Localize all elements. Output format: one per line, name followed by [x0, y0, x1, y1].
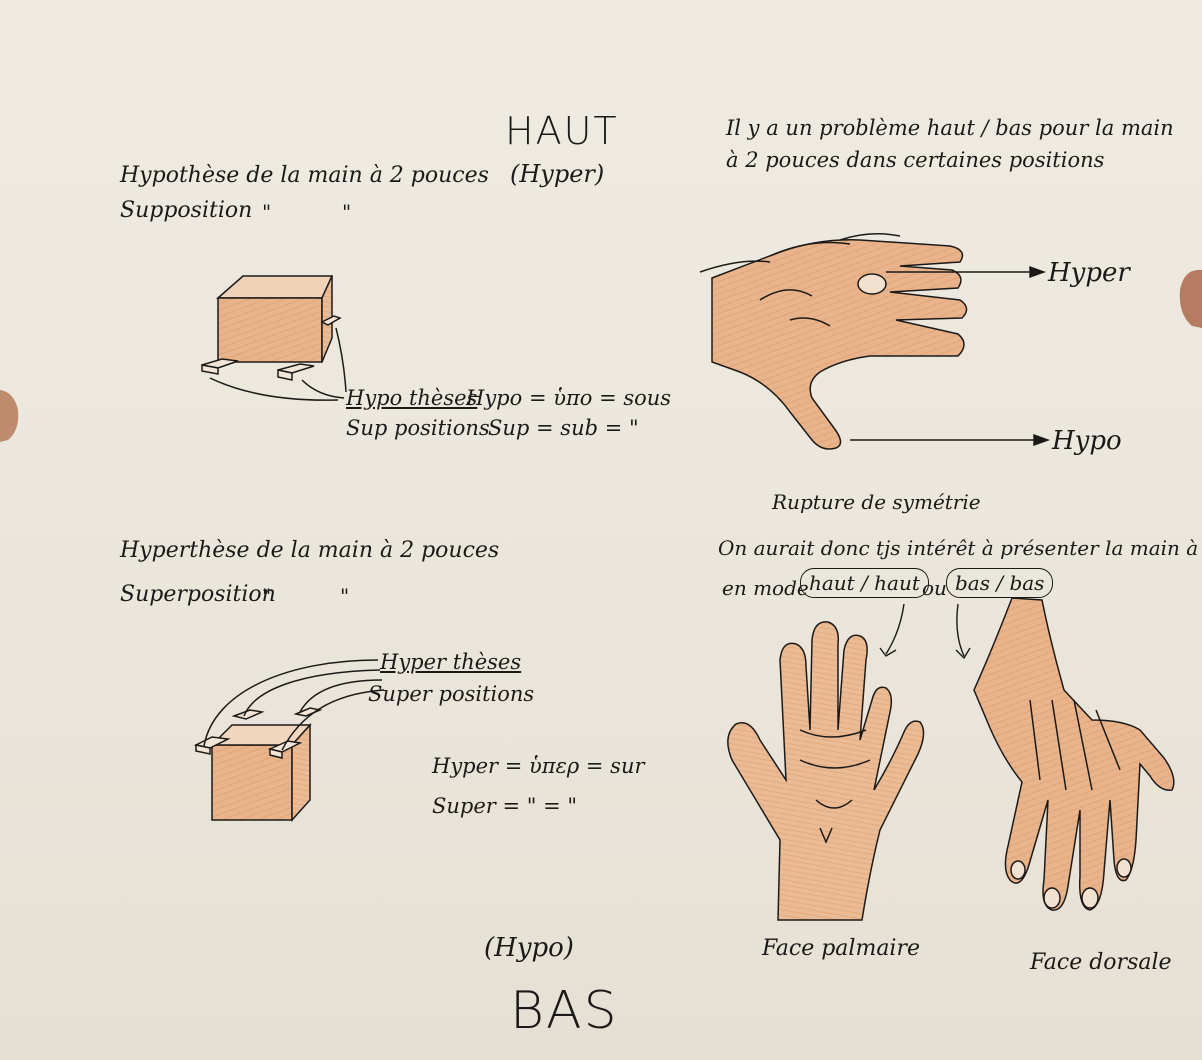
label-hyper: Hyper: [1048, 260, 1130, 286]
section2-ditto1: ": [262, 586, 271, 606]
suggest-line1: On aurait donc tjs intérêt à présenter l…: [718, 538, 1202, 558]
box-with-top-supports-illustration: [196, 660, 384, 820]
hand-profile-illustration: [700, 234, 967, 449]
rupture-text: Rupture de symétrie: [772, 492, 981, 512]
section2-annot1: Hyper thèses: [380, 652, 521, 673]
label-hypo: Hypo: [1052, 428, 1122, 454]
intro-line2: à 2 pouces dans certaines positions: [726, 150, 1104, 171]
section2-def1: Hyper = ὑπερ = sur: [432, 756, 645, 777]
holding-finger-left: [0, 390, 18, 442]
suggest-or: ou: [922, 578, 947, 598]
bottom-sublabel: (Hypo): [484, 935, 574, 961]
box-on-supports-illustration: [202, 276, 346, 400]
top-sublabel: (Hyper): [510, 162, 604, 186]
top-label: HAUT: [505, 112, 619, 150]
section1-def2: Sup = sub = ": [488, 418, 639, 439]
section1-annot1: Hypo thèses: [346, 388, 477, 409]
section1-annot2: Sup positions: [346, 418, 490, 439]
section2-title: Hyperthèse de la main à 2 pouces: [120, 540, 499, 562]
section1-ditto1: ": [262, 202, 271, 222]
mode-arrows: [880, 604, 970, 658]
caption-palm: Face palmaire: [762, 938, 920, 960]
bottom-label: BAS: [510, 985, 619, 1037]
mode-bas-bas: bas / bas: [946, 568, 1053, 598]
caption-dorsal: Face dorsale: [1030, 952, 1172, 974]
section1-title: Hypothèse de la main à 2 pouces: [120, 165, 489, 187]
hand-palm-illustration: [728, 622, 924, 920]
intro-line1: Il y a un problème haut / bas pour la ma…: [726, 118, 1174, 139]
section2-def2: Super = " = ": [432, 796, 577, 817]
section1-def1: Hypo = ὑπο = sous: [466, 388, 671, 409]
mode-haut-haut: haut / haut: [800, 568, 929, 598]
suggest-prefix: en mode: [722, 578, 809, 598]
section1-subtitle: Supposition: [120, 200, 252, 222]
holding-finger-right: [1180, 270, 1202, 328]
section2-ditto2: ": [340, 586, 349, 606]
section1-ditto2: ": [342, 202, 351, 222]
hand-dorsal-illustration: [974, 598, 1174, 910]
section2-annot2: Super positions: [368, 684, 534, 705]
section2-subtitle: Superposition: [120, 584, 276, 606]
